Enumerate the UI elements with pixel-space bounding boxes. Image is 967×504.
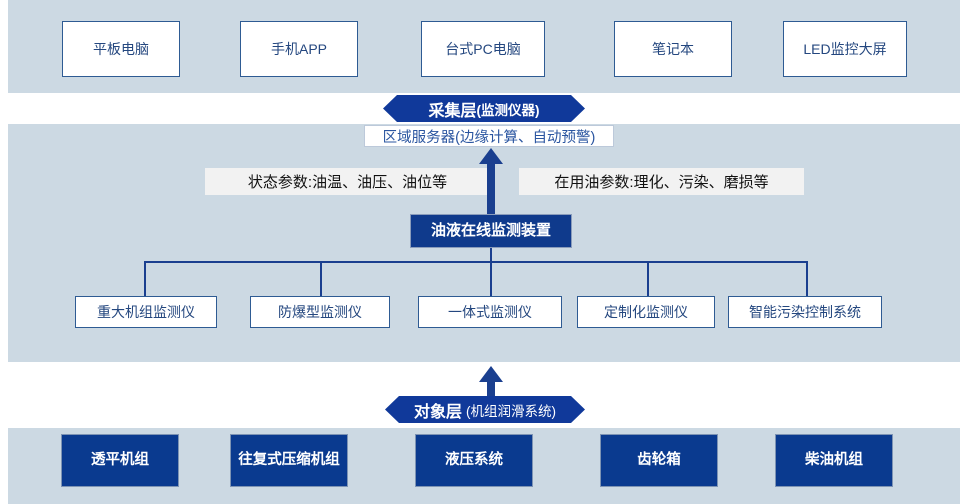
client-box-laptop[interactable]: 笔记本 <box>614 21 732 77</box>
monitor-box-label: 定制化监测仪 <box>604 303 688 320</box>
client-box-label: 手机APP <box>270 40 327 57</box>
arrow-device-to-server <box>479 148 503 216</box>
connector-device-down <box>490 248 492 262</box>
collection-banner-sub: (监测仪器) <box>476 102 540 118</box>
connector-drop-2 <box>320 261 322 297</box>
region-server-box[interactable]: 区域服务器(边缘计算、自动预警) <box>364 125 614 147</box>
monitor-box-label: 一体式监测仪 <box>448 303 532 320</box>
arrow-objects-to-device <box>479 366 503 402</box>
connector-drop-3 <box>490 261 492 297</box>
object-box-diesel-unit[interactable]: 柴油机组 <box>775 434 893 487</box>
object-box-label: 柴油机组 <box>805 452 863 469</box>
monitor-box-explosion-proof[interactable]: 防爆型监测仪 <box>250 296 390 328</box>
connector-drop-5 <box>806 261 808 297</box>
object-box-hydraulic-system[interactable]: 液压系统 <box>415 434 533 487</box>
connector-drop-4 <box>647 261 649 297</box>
object-box-label: 透平机组 <box>91 452 149 469</box>
object-box-label: 液压系统 <box>445 452 503 469</box>
monitor-box-label: 智能污染控制系统 <box>749 303 861 320</box>
device-label: 油液在线监测装置 <box>430 222 551 240</box>
oil-parameters-text: 在用油参数:理化、污染、磨损等 <box>554 174 769 191</box>
object-box-turbine-unit[interactable]: 透平机组 <box>61 434 179 487</box>
oil-parameters-label: 在用油参数:理化、污染、磨损等 <box>519 168 804 195</box>
object-layer-banner: 对象层(机组润滑系统) <box>385 396 585 423</box>
status-parameters-text: 状态参数:油温、油压、油位等 <box>247 174 448 191</box>
client-box-led-screen[interactable]: LED监控大屏 <box>783 21 907 77</box>
collection-layer-banner: 采集层(监测仪器) <box>383 95 585 122</box>
object-box-label: 齿轮箱 <box>637 452 681 469</box>
monitor-box-smart-contamination[interactable]: 智能污染控制系统 <box>728 296 882 328</box>
client-box-mobile-app[interactable]: 手机APP <box>240 21 358 77</box>
region-server-label: 区域服务器(边缘计算、自动预警) <box>382 129 596 146</box>
object-box-gearbox[interactable]: 齿轮箱 <box>600 434 718 487</box>
object-banner-sub: (机组润滑系统) <box>466 403 556 419</box>
client-box-desktop-pc[interactable]: 台式PC电脑 <box>421 21 545 77</box>
object-banner-main: 对象层 <box>413 403 462 421</box>
monitor-box-major-unit[interactable]: 重大机组监测仪 <box>75 296 217 328</box>
oil-monitoring-device-box[interactable]: 油液在线监测装置 <box>410 214 572 248</box>
collection-banner-main: 采集层 <box>428 102 477 120</box>
monitor-box-customized[interactable]: 定制化监测仪 <box>577 296 715 328</box>
connector-drop-1 <box>144 261 146 297</box>
connector-monitor-bus <box>144 261 808 263</box>
status-parameters-label: 状态参数:油温、油压、油位等 <box>205 168 490 195</box>
monitor-box-label: 防爆型监测仪 <box>278 303 362 320</box>
client-box-label: LED监控大屏 <box>803 40 887 57</box>
client-box-label: 笔记本 <box>652 40 694 57</box>
monitor-box-integrated[interactable]: 一体式监测仪 <box>418 296 562 328</box>
client-box-label: 平板电脑 <box>93 40 149 57</box>
object-box-label: 往复式压缩机组 <box>238 452 340 469</box>
monitor-box-label: 重大机组监测仪 <box>97 303 195 320</box>
client-box-label: 台式PC电脑 <box>445 40 521 57</box>
object-box-reciprocating-compressor[interactable]: 往复式压缩机组 <box>230 434 348 487</box>
client-box-tablet[interactable]: 平板电脑 <box>62 21 180 77</box>
